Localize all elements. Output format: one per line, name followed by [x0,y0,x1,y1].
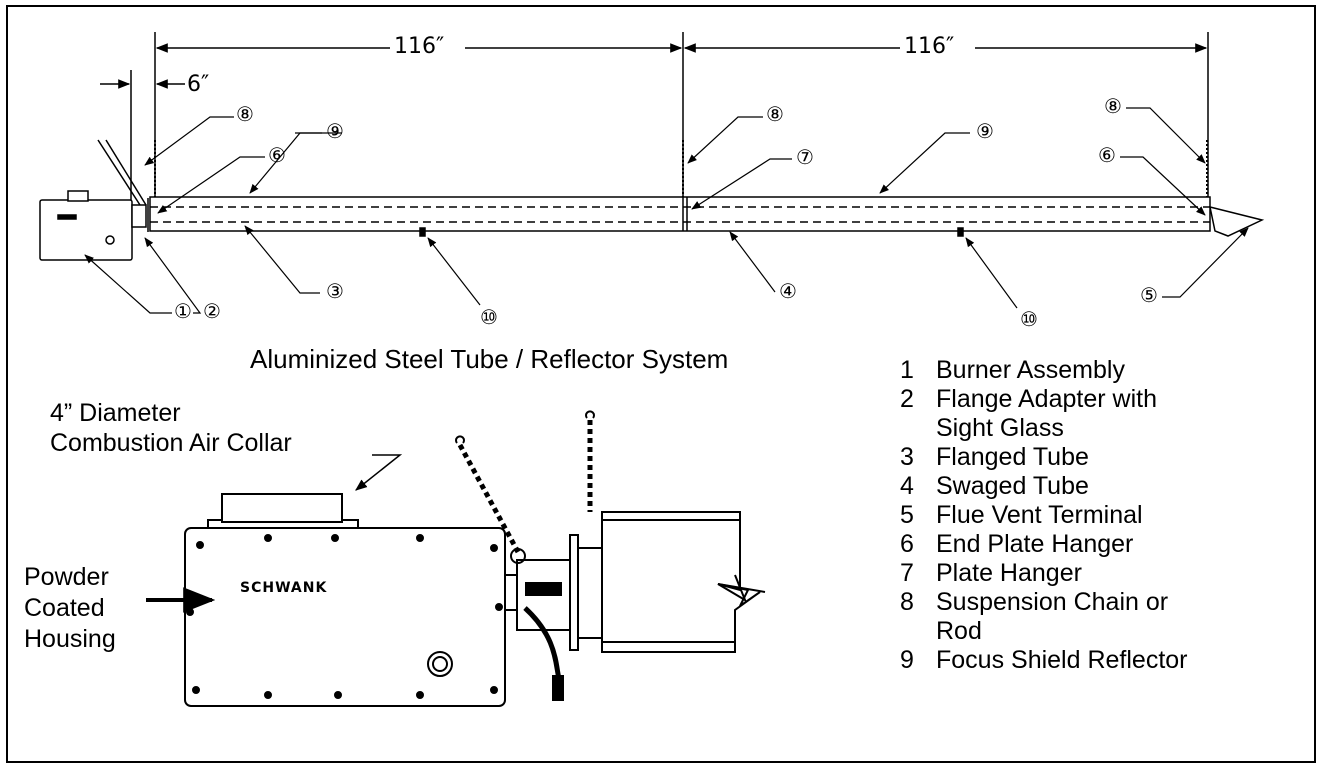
dimension-span-2: 116″ [904,34,955,59]
burner-assembly-small [39,139,149,261]
callout-1: ① [174,299,192,323]
detail-suspension-chains [457,420,593,554]
callout-9-left: ⑨ [326,119,344,143]
collar-label-line1: 4” Diameter [50,399,181,427]
callout-6-left: ⑥ [268,143,286,167]
hanger-chains [154,140,1208,197]
system-title: Aluminized Steel Tube / Reflector System [250,344,729,374]
annotation-arrows [146,454,403,613]
dimension-offset: 6″ [187,72,210,97]
callout-5: ⑤ [1140,283,1158,307]
legend-row: Sight Glass [936,414,1064,442]
tube-system [149,196,1265,237]
callout-6-right: ⑥ [1098,143,1116,167]
burner-housing-detail [184,493,766,707]
housing-label: Powder Coated Housing [24,562,116,655]
callout-2: ② [203,299,221,323]
collar-label: 4” Diameter Combustion Air Collar [50,398,292,458]
callout-leaders [84,107,1249,314]
callout-10-right: ⑩ [1020,307,1038,331]
legend-row: Rod [936,617,982,645]
dimension-lines [100,32,1209,200]
callout-8-right: ⑧ [1104,94,1122,118]
callout-8-middle: ⑧ [766,102,784,126]
brand-logo: SCHWANK [240,580,328,596]
housing-label-line1: Powder [24,563,109,591]
detail-chain-hooks [455,410,595,564]
housing-label-line3: Housing [24,625,116,653]
callout-7: ⑦ [796,145,814,169]
callout-8-left: ⑧ [236,102,254,126]
dimension-span-1: 116″ [394,34,445,59]
callout-9-right: ⑨ [976,119,994,143]
callout-4: ④ [779,279,797,303]
collar-label-line2: Combustion Air Collar [50,429,292,457]
callout-3: ③ [326,279,344,303]
callout-10-left: ⑩ [480,305,498,329]
housing-label-line2: Coated [24,594,105,622]
